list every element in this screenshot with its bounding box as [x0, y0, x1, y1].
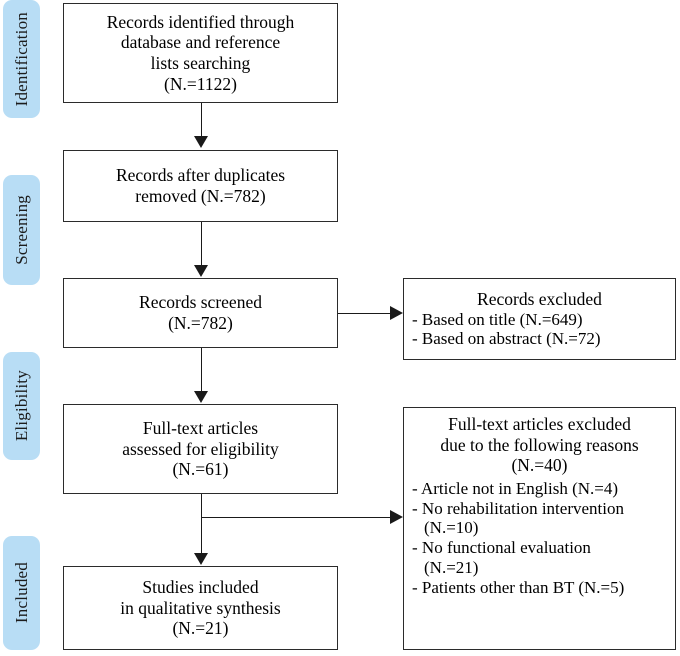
arrowhead-right-screened-to-excluded — [390, 306, 403, 320]
stage-badge-identification: Identification — [3, 0, 40, 118]
text-line: Full-text articles excluded — [448, 414, 631, 434]
text-line: (N.=40) — [511, 455, 568, 476]
box-studies-included: Studies included in qualitative synthesi… — [63, 566, 338, 650]
text-line: (N.=782) — [168, 313, 233, 333]
stage-label-eligibility: Eligibility — [12, 370, 31, 442]
box-fulltext-excluded-heading: Full-text articles excluded due to the f… — [404, 414, 675, 476]
text-line: (N.=1122) — [164, 73, 237, 94]
text-line: lists searching — [150, 53, 251, 73]
bullet-text: - No rehabilitation intervention — [412, 498, 624, 518]
stage-label-included: Included — [12, 562, 31, 624]
bullet-text: - No functional evaluation — [412, 538, 591, 558]
box-studies-included-text: Studies included in qualitative synthesi… — [64, 577, 337, 639]
box-records-screened: Records screened (N.=782) — [63, 278, 338, 348]
text-line: Studies included — [142, 577, 259, 598]
stage-badge-included: Included — [3, 536, 40, 650]
box-records-identified: Records identified through database and … — [63, 3, 338, 103]
text-line: Records identified through — [106, 11, 295, 32]
text-line: removed (N.=782) — [135, 186, 266, 206]
text-line: assessed for eligibility — [122, 438, 279, 459]
bullet-text: - Patients other than BT (N.=5) — [412, 577, 625, 597]
text-line: Records screened — [139, 292, 262, 313]
stage-badge-screening: Screening — [3, 175, 40, 285]
bullet-item: - Article not in English (N.=4) — [412, 479, 671, 499]
box-records-excluded-bullets: - Based on title (N.=649) - Based on abs… — [404, 310, 675, 349]
bullet-item: - No functional evaluation (N.=21) — [412, 538, 671, 577]
box-records-excluded: Records excluded - Based on title (N.=64… — [403, 278, 676, 360]
connector-screened-to-fulltext — [201, 348, 202, 392]
text-line: Full-text articles — [142, 418, 259, 439]
connector-screened-to-excluded — [338, 313, 391, 314]
stage-badge-eligibility: Eligibility — [3, 352, 40, 460]
box-records-screened-text: Records screened (N.=782) — [64, 292, 337, 333]
text-line: (N.=61) — [172, 459, 229, 480]
connector-fulltext-to-fulltext-excluded — [201, 517, 391, 518]
arrowhead-down-duplicates-to-screened — [194, 265, 208, 277]
box-records-identified-text: Records identified through database and … — [64, 12, 337, 95]
bullet-continuation: (N.=21) — [424, 557, 479, 577]
text-line: (N.=21) — [172, 618, 229, 639]
arrowhead-down-identified-to-duplicates — [194, 136, 208, 148]
connector-identified-to-duplicates — [201, 103, 202, 137]
stage-label-screening: Screening — [12, 195, 31, 265]
connector-fulltext-to-included — [201, 494, 202, 560]
arrowhead-down-fulltext-to-included — [194, 553, 208, 565]
stage-label-identification: Identification — [12, 11, 31, 107]
bullet-item: - Patients other than BT (N.=5) — [412, 578, 671, 598]
text-line: database and reference — [120, 32, 281, 53]
bullet-item: - Based on title (N.=649) — [412, 309, 583, 329]
text-line: in qualitative synthesis — [120, 597, 281, 618]
connector-duplicates-to-screened — [201, 222, 202, 266]
box-fulltext-excluded-bullets: - Article not in English (N.=4) - No reh… — [404, 479, 675, 597]
box-records-excluded-heading: Records excluded — [404, 289, 675, 310]
bullet-item: - Based on abstract (N.=72) — [412, 329, 601, 349]
arrowhead-down-screened-to-fulltext — [194, 391, 208, 403]
bullet-item: - No rehabilitation intervention (N.=10) — [412, 499, 671, 538]
text-line: Records excluded — [477, 288, 602, 309]
box-fulltext-assessed: Full-text articles assessed for eligibil… — [63, 404, 338, 494]
box-records-after-duplicates-text: Records after duplicates removed (N.=782… — [64, 165, 337, 206]
text-line: due to the following reasons — [440, 434, 639, 455]
arrowhead-right-fulltext-to-fulltext-excluded — [390, 510, 403, 524]
bullet-continuation: (N.=10) — [424, 518, 479, 538]
box-fulltext-excluded: Full-text articles excluded due to the f… — [403, 407, 676, 650]
box-records-after-duplicates: Records after duplicates removed (N.=782… — [63, 150, 338, 222]
text-line: Records after duplicates — [115, 165, 286, 186]
bullet-text: - Article not in English (N.=4) — [412, 478, 619, 498]
box-fulltext-assessed-text: Full-text articles assessed for eligibil… — [64, 418, 337, 480]
